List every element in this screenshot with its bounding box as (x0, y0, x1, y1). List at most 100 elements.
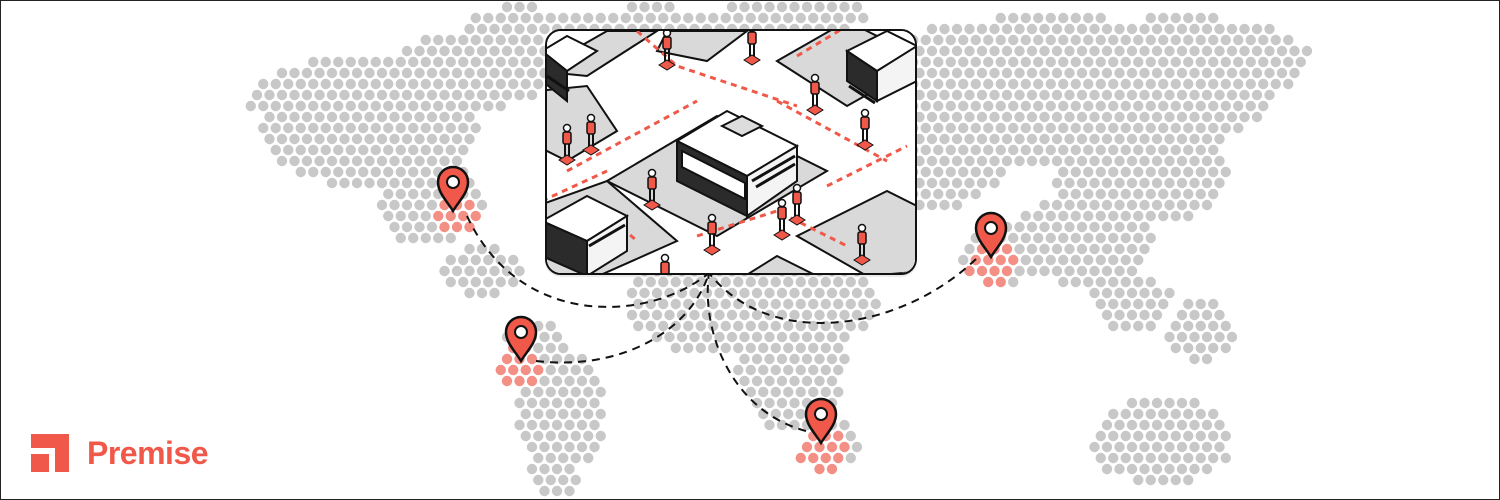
land-dot (1245, 56, 1256, 68)
land-dot (1039, 89, 1050, 101)
land-dot (683, 298, 694, 310)
land-dot (670, 320, 681, 332)
land-dot (314, 155, 325, 167)
land-dot (1045, 122, 1056, 134)
land-dot (564, 375, 575, 387)
land-dot (376, 177, 388, 189)
land-dot (514, 265, 525, 277)
land-dot (470, 122, 481, 134)
land-dot (714, 287, 725, 299)
land-dot (833, 12, 844, 24)
land-dot (1189, 177, 1200, 189)
land-dot (839, 309, 850, 321)
land-dot (826, 353, 838, 365)
land-dot (314, 111, 325, 123)
land-dot (958, 122, 969, 134)
land-dot (764, 419, 775, 431)
land-dot (1095, 430, 1106, 442)
land-dot (464, 243, 475, 255)
land-dot (626, 1, 638, 13)
land-dot (1108, 78, 1119, 90)
land-dot (326, 177, 338, 189)
land-dot (1133, 122, 1144, 134)
land-dot (1114, 287, 1125, 299)
land-dot (676, 287, 688, 299)
land-dot (1101, 67, 1113, 79)
land-dot (1108, 56, 1119, 68)
land-dot (420, 232, 431, 244)
land-dot (1114, 199, 1125, 211)
land-dot (483, 78, 494, 90)
land-dot (1164, 397, 1175, 409)
land-dot (358, 100, 369, 112)
land-dot (395, 210, 406, 222)
land-dot (276, 89, 288, 101)
land-dot (1208, 122, 1219, 134)
land-dot (964, 155, 975, 167)
land-dot (1195, 430, 1206, 442)
land-dot (370, 100, 381, 112)
land-dot (651, 331, 663, 343)
land-dot (1139, 89, 1150, 101)
land-dot (1220, 430, 1231, 442)
land-dot (1083, 232, 1094, 244)
land-dot (595, 386, 606, 398)
land-dot (408, 188, 419, 200)
land-dot (995, 144, 1006, 156)
land-dot (1001, 67, 1013, 79)
land-dot (764, 353, 775, 365)
land-dot (1108, 210, 1119, 222)
land-dot (695, 276, 706, 288)
land-dot (1251, 45, 1263, 57)
land-dot (401, 199, 413, 211)
land-dot (1058, 56, 1069, 68)
land-dot (664, 309, 675, 321)
land-dot (1014, 89, 1025, 101)
land-dot (1201, 177, 1213, 189)
land-dot (1258, 100, 1269, 112)
land-dot (445, 276, 456, 288)
land-dot (576, 397, 588, 409)
land-dot (926, 155, 938, 167)
land-dot (401, 177, 413, 189)
land-dot (1158, 100, 1169, 112)
land-dot (1208, 34, 1219, 46)
land-dot (1033, 78, 1044, 90)
land-dot (308, 144, 319, 156)
land-dot (1095, 298, 1106, 310)
land-dot (1170, 122, 1181, 134)
land-dot (1126, 111, 1138, 123)
land-dot (1064, 133, 1075, 145)
highlight-dot (1001, 243, 1013, 255)
land-dot (1151, 155, 1163, 167)
land-dot (1195, 144, 1206, 156)
land-dot (995, 100, 1006, 112)
land-dot (795, 12, 806, 24)
land-dot (420, 56, 431, 68)
land-dot (1133, 298, 1144, 310)
land-dot (1070, 232, 1081, 244)
land-dot (1139, 177, 1150, 189)
land-dot (864, 287, 875, 299)
land-dot (745, 276, 756, 288)
land-dot (870, 298, 881, 310)
land-dot (1183, 342, 1194, 354)
land-dot (439, 265, 450, 277)
highlight-dots (433, 199, 1019, 475)
land-dot (1220, 166, 1231, 178)
land-dot (1020, 12, 1031, 24)
land-dot (1176, 397, 1188, 409)
land-dot (1170, 452, 1181, 464)
land-dot (1139, 243, 1150, 255)
land-dot (651, 287, 663, 299)
land-dot (1033, 122, 1044, 134)
land-dot (564, 463, 575, 475)
land-dot (551, 331, 563, 343)
land-dot (483, 12, 494, 24)
land-dot (414, 155, 425, 167)
land-dot (1176, 441, 1188, 453)
land-dot (289, 133, 300, 145)
land-dot (495, 56, 506, 68)
land-dot (1220, 122, 1231, 134)
land-dot (1114, 67, 1125, 79)
